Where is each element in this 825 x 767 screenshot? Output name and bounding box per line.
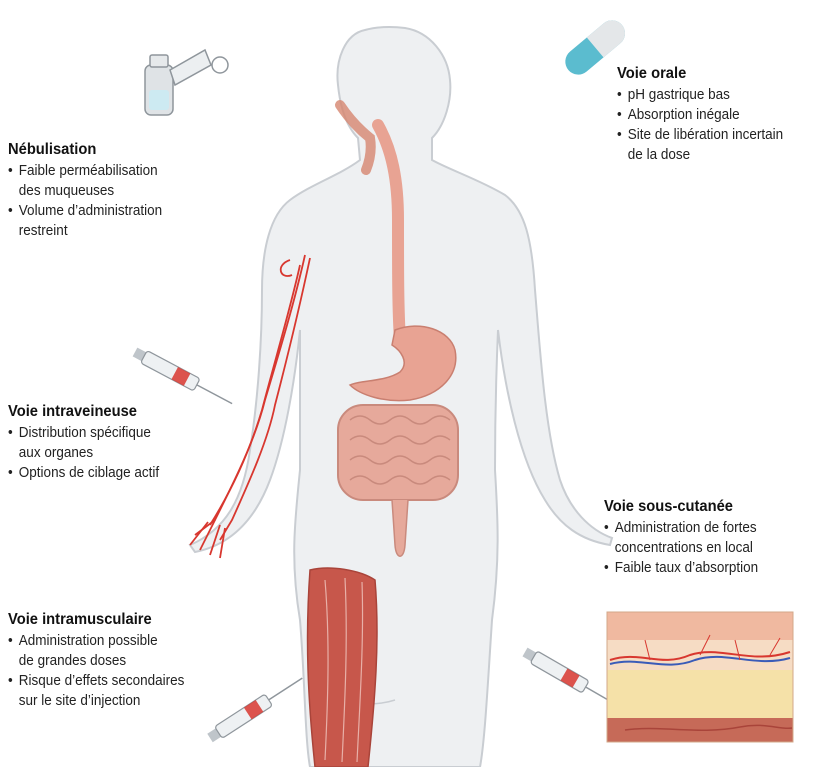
syringe-im-icon [206, 672, 306, 744]
thigh-muscle [308, 568, 378, 767]
route-point: pH gastrique bas [617, 85, 783, 105]
route-point: Site de libération incertain [617, 125, 783, 145]
skin-cross-section [607, 612, 793, 742]
route-point-continuation: sur le site d’injection [8, 691, 184, 711]
route-intraveineuse: Voie intraveineuse Distribution spécifiq… [8, 402, 176, 483]
route-title: Voie intraveineuse [8, 402, 163, 421]
route-point: Absorption inégale [617, 105, 783, 125]
route-sous-cutanee: Voie sous-cutanée Administration de fort… [604, 497, 775, 578]
route-point: Administration possible [8, 631, 184, 651]
route-title: Voie sous-cutanée [604, 497, 762, 516]
route-point: Faible perméabilisation [8, 161, 162, 181]
route-points: Administration de fortes concentrations … [604, 518, 775, 578]
route-title: Nébulisation [8, 140, 166, 159]
route-points: Distribution spécifique aux organes Opti… [8, 423, 176, 483]
route-point-continuation: concentrations en local [604, 538, 758, 558]
route-point-continuation: restreint [8, 221, 162, 241]
route-point-continuation: aux organes [8, 443, 159, 463]
route-intramusculaire: Voie intramusculaire Administration poss… [8, 610, 204, 711]
route-point-continuation: de la dose [617, 145, 783, 165]
nebulizer-icon [145, 50, 228, 115]
route-points: Faible perméabilisation des muqueuses Vo… [8, 161, 179, 241]
route-point: Distribution spécifique [8, 423, 159, 443]
route-point: Faible taux d’absorption [604, 558, 758, 578]
route-points: pH gastrique bas Absorption inégale Site… [617, 85, 802, 165]
route-title: Voie intramusculaire [8, 610, 188, 629]
route-point: Options de ciblage actif [8, 463, 159, 483]
route-point: Risque d’effets secondaires [8, 671, 184, 691]
syringe-iv-icon [132, 346, 236, 410]
route-point: Volume d’administration [8, 201, 162, 221]
route-point-continuation: de grandes doses [8, 651, 184, 671]
route-orale: Voie orale pH gastrique bas Absorption i… [617, 64, 802, 165]
route-nebulisation: Nébulisation Faible perméabilisation des… [8, 140, 179, 241]
route-point: Administration de fortes [604, 518, 758, 538]
route-point-continuation: des muqueuses [8, 181, 162, 201]
route-title: Voie orale [617, 64, 787, 83]
route-points: Administration possible de grandes doses… [8, 631, 204, 711]
